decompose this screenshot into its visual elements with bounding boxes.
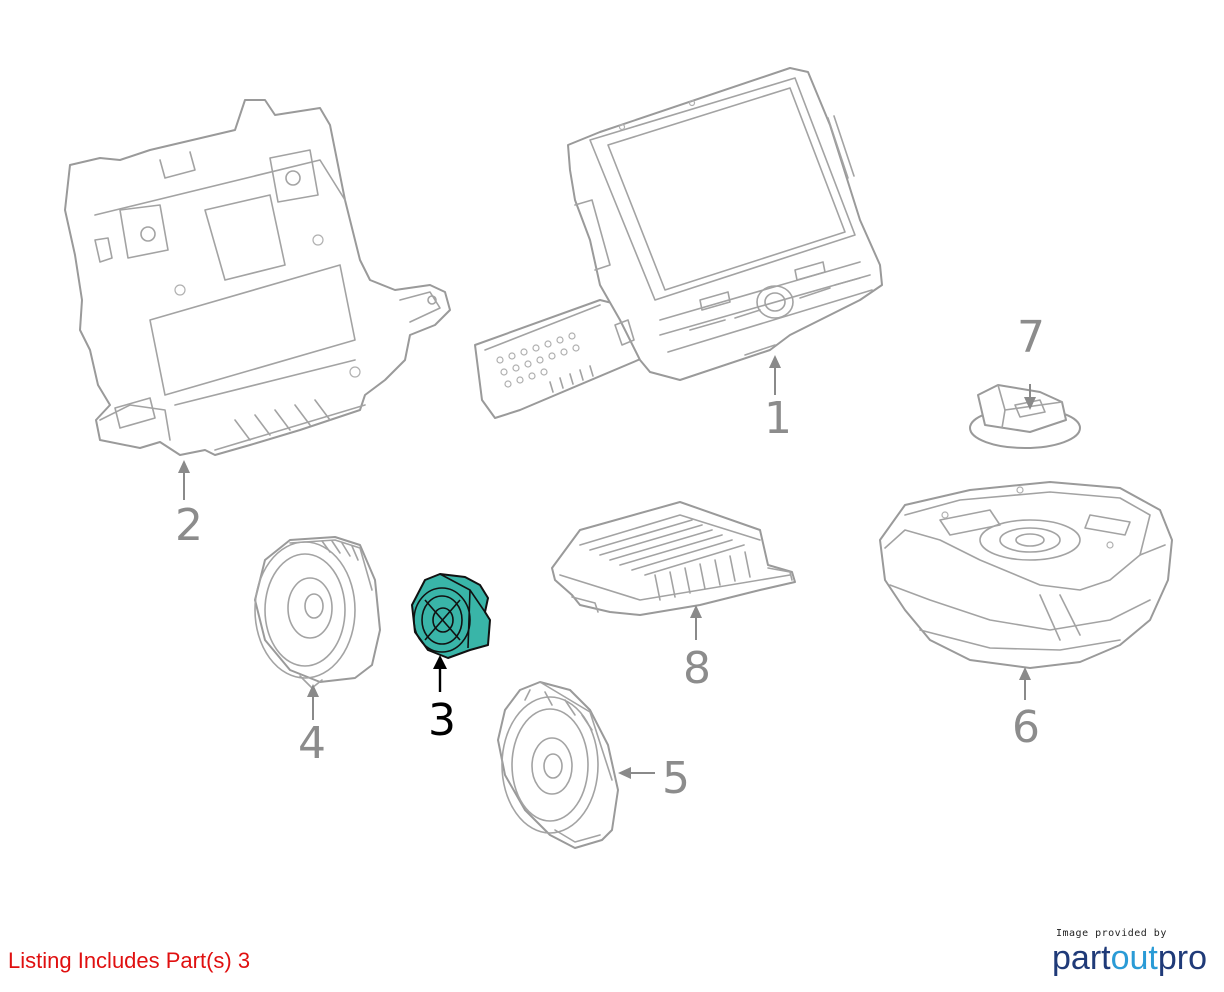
credit-caption: Image provided by	[1056, 928, 1167, 939]
callout-2: 2	[175, 500, 203, 551]
part-4-speaker	[254, 536, 381, 689]
callout-1: 1	[764, 393, 792, 444]
listing-note: Listing Includes Part(s) 3	[8, 948, 251, 973]
part-5-speaker	[497, 681, 619, 849]
callout-3: 3	[428, 695, 456, 746]
leader-arrows	[178, 355, 1036, 779]
callout-8: 8	[683, 643, 711, 694]
part-2-radio-bracket	[64, 99, 451, 456]
part-6-subwoofer	[879, 481, 1173, 669]
callout-6: 6	[1012, 702, 1040, 753]
part-3-tweeter-highlighted	[411, 573, 491, 659]
callout-7: 7	[1017, 312, 1045, 363]
callout-4: 4	[298, 718, 326, 769]
partoutpro-logo: partoutpro	[1052, 941, 1212, 975]
logo-pro: pro	[1157, 939, 1207, 977]
part-8-amplifier	[551, 501, 796, 616]
image-credit: Image provided by partoutpro	[1052, 928, 1212, 975]
part-1-display-unit	[474, 67, 883, 419]
logo-part: part	[1052, 939, 1111, 977]
part-7-cap	[969, 384, 1081, 449]
callout-5: 5	[662, 753, 690, 804]
logo-out: out	[1110, 939, 1158, 977]
